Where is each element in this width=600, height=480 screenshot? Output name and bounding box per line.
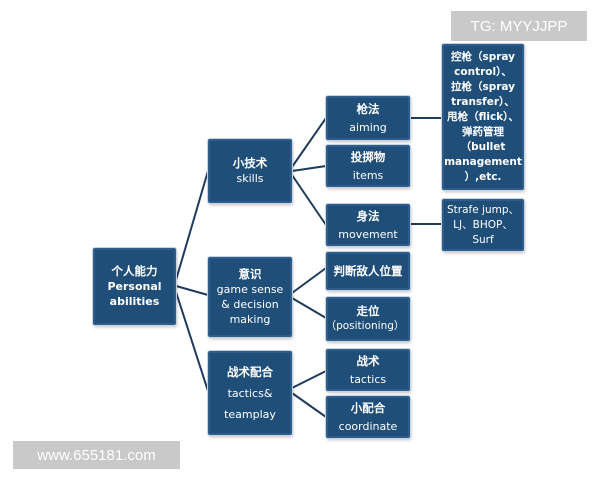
connector-root-gamesense [175, 285, 209, 296]
tactics-teamplay-en-label-1: tactics& [227, 386, 273, 400]
root-en-label-2: abilities [109, 295, 160, 308]
game-sense-cn-label: 意识 [238, 267, 262, 281]
positioning-node: 走位 （positioning） [326, 297, 410, 341]
connector-skills-movement [291, 174, 327, 226]
movement-detail-line-1: Strafe jump、 [447, 203, 519, 216]
connector-root-tactics [175, 291, 209, 392]
skills-node: 小技术 skills [208, 139, 292, 203]
coordinate-en-label: coordinate [338, 419, 398, 433]
tactics-teamplay-en-label-2: teamplay [224, 407, 276, 421]
aiming-detail-line-7: （bullet [460, 140, 506, 153]
connector-tactics-coordinate [291, 392, 327, 418]
aiming-detail-line-2: control）、 [454, 65, 512, 78]
tg-watermark: TG: MYYJJPP [451, 11, 587, 41]
coordinate-node: 小配合 coordinate [326, 396, 410, 438]
aiming-detail-line-9: ）,etc. [464, 170, 502, 183]
tactics-teamplay-cn-label: 战术配合 [227, 364, 273, 379]
movement-cn-label: 身法 [356, 208, 380, 223]
movement-detail-node: Strafe jump、 LJ、BHOP、 Surf [442, 199, 524, 251]
positioning-en-label: （positioning） [325, 320, 405, 332]
connector-gamesense-enemy [291, 267, 327, 294]
url-watermark: www.655181.com [13, 441, 180, 469]
movement-detail-line-3: Surf [472, 233, 494, 246]
connector-root-skills [175, 170, 209, 281]
aiming-detail-line-3: 拉枪（spray [450, 80, 516, 93]
movement-detail-line-2: LJ、BHOP、 [453, 218, 513, 231]
aiming-detail-line-1: 控枪（spray [450, 50, 516, 63]
skills-cn-label: 小技术 [232, 156, 268, 170]
enemy-position-cn-label: 判断敌人位置 [333, 263, 403, 278]
tactics-sub-cn-label: 战术 [356, 353, 380, 368]
items-en-label: items [352, 168, 384, 182]
game-sense-node: 意识 game sense & decision making [208, 257, 292, 337]
tactics-teamplay-node: 战术配合 tactics& teamplay [208, 351, 292, 435]
aiming-detail-line-4: transfer）、 [451, 95, 515, 108]
coordinate-cn-label: 小配合 [350, 400, 386, 415]
connector-skills-items [291, 165, 327, 172]
aiming-detail-line-8: management [444, 155, 522, 168]
movement-node: 身法 movement [326, 204, 410, 246]
root-node-personal-abilities: 个人能力 Personal abilities [93, 248, 176, 325]
skills-en-label: skills [236, 172, 264, 185]
movement-en-label: movement [338, 227, 398, 241]
connector-skills-aiming [291, 117, 327, 168]
tactics-sub-en-label: tactics [349, 372, 387, 386]
connector-tactics-sub [291, 370, 327, 389]
tactics-sub-node: 战术 tactics [326, 349, 410, 391]
positioning-cn-label: 走位 [356, 304, 380, 318]
enemy-position-node: 判断敌人位置 [326, 252, 410, 290]
connector-gamesense-positioning [291, 297, 327, 319]
aiming-detail-line-5: 甩枪（flick）、 [447, 110, 519, 123]
root-en-label-1: Personal [107, 280, 162, 293]
game-sense-en-label-3: making [229, 313, 271, 326]
aiming-node: 枪法 aiming [326, 96, 410, 140]
items-node: 投掷物 items [326, 145, 410, 187]
aiming-en-label: aiming [349, 120, 387, 134]
aiming-detail-node: 控枪（spray control）、 拉枪（spray transfer）、 甩… [442, 44, 524, 190]
aiming-cn-label: 枪法 [356, 101, 380, 116]
items-cn-label: 投掷物 [350, 149, 386, 164]
root-cn-label: 个人能力 [111, 264, 158, 278]
game-sense-en-label-1: game sense [216, 283, 284, 296]
aiming-detail-line-6: 弹药管理 [462, 125, 504, 138]
game-sense-en-label-2: & decision [221, 298, 279, 311]
